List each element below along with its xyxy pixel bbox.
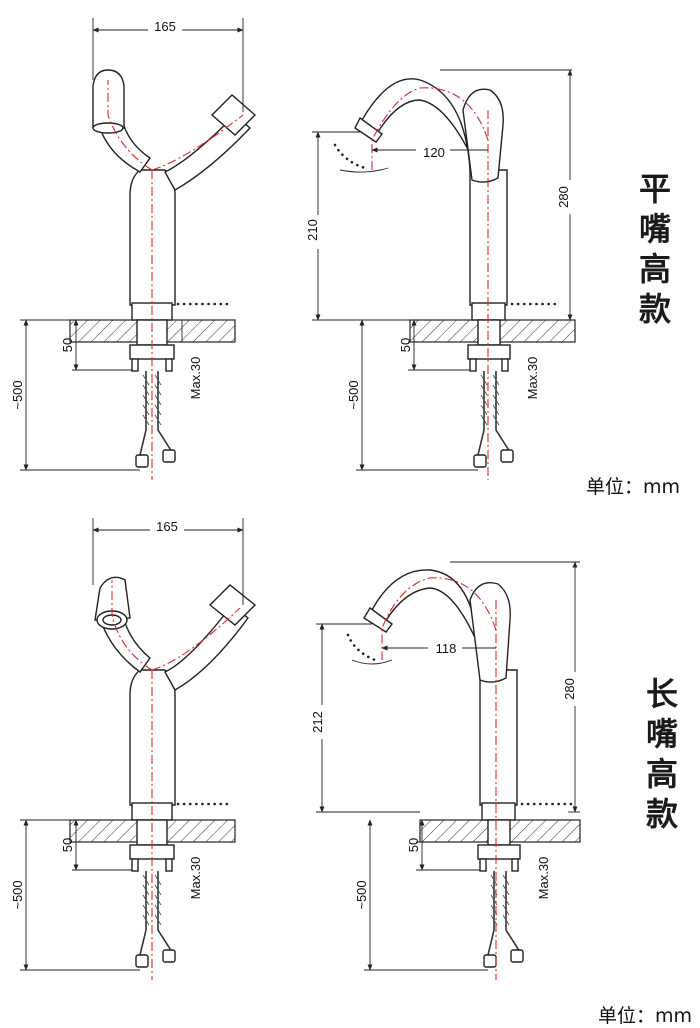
side-hose-dim: ~500 — [354, 880, 369, 909]
spout-tip — [363, 606, 393, 633]
side-max-dim: Max.30 — [536, 857, 551, 900]
bottom-front-view: 165 ~500 50 Max.30 — [10, 518, 257, 980]
base-flange — [481, 802, 516, 821]
front-hose-dim: ~500 — [10, 880, 25, 909]
top-title-char-3: 高 — [639, 250, 671, 288]
top-title-char-1: 平 — [639, 170, 671, 208]
bottom-title-char-4: 款 — [646, 795, 678, 833]
outlet-ring — [92, 122, 124, 134]
front-max-dim: Max.30 — [188, 357, 203, 400]
right-arm — [164, 114, 252, 191]
mount-bolt-right — [165, 358, 173, 372]
top-front-view: 165 ~500 50 Max.30 — [10, 18, 257, 480]
faucet-body — [479, 669, 518, 806]
spout — [361, 78, 482, 177]
bottom-unit-label: 单位：mm — [598, 1005, 692, 1027]
mount-nut — [477, 844, 521, 860]
side-total-height-dim: 280 — [562, 678, 577, 700]
top-title: 平 嘴 高 款 — [639, 170, 671, 328]
bottom-title: 长 嘴 高 款 — [646, 675, 678, 833]
front-hose-dim: ~500 — [10, 380, 25, 409]
top-title-char-2: 嘴 — [639, 210, 671, 248]
bottom-section: 165 ~500 50 Max.30 — [10, 518, 692, 1027]
front-mount-dim: 50 — [60, 838, 75, 852]
handle-knob — [462, 88, 504, 183]
top-section: 165 ~500 50 Max.30 — [10, 18, 680, 498]
bottom-title-char-1: 长 — [646, 675, 678, 713]
right-arm — [164, 604, 249, 691]
side-total-height-dim: 280 — [556, 186, 571, 208]
mount-bolt-left — [131, 358, 139, 372]
front-max-dim: Max.30 — [188, 857, 203, 900]
side-hose-dim: ~500 — [346, 380, 361, 409]
front-width-dim: 165 — [154, 19, 176, 34]
mount-shank — [487, 819, 511, 846]
bottom-side-view: 118 212 280 ~500 50 Max.30 — [310, 561, 581, 980]
right-handle — [210, 94, 257, 136]
spout-tip — [354, 116, 383, 143]
side-spout-height-dim: 210 — [305, 219, 320, 241]
side-mount-dim: 50 — [406, 838, 421, 852]
side-mount-dim: 50 — [398, 338, 413, 352]
hose-right — [157, 371, 173, 463]
handle-knob — [469, 582, 511, 683]
front-mount-dim: 50 — [60, 338, 75, 352]
right-handle — [208, 584, 257, 626]
bottom-title-char-3: 高 — [646, 755, 678, 793]
front-width-dim: 165 — [156, 519, 178, 534]
top-title-char-4: 款 — [639, 290, 671, 328]
side-max-dim: Max.30 — [525, 357, 540, 400]
mount-shank — [477, 319, 501, 346]
top-unit-label: 单位：mm — [586, 476, 680, 498]
side-reach-dim: 120 — [423, 145, 445, 160]
top-side-view: 120 210 280 ~500 50 Max.30 — [305, 69, 576, 480]
bottom-title-char-2: 嘴 — [646, 715, 678, 753]
mount-nut — [467, 344, 511, 360]
side-reach-dim: 118 — [436, 641, 457, 656]
side-spout-height-dim: 212 — [310, 711, 325, 733]
